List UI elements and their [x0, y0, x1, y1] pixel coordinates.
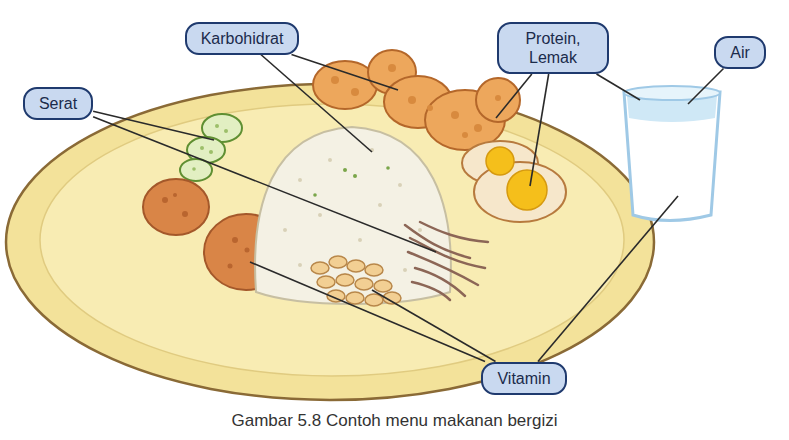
figure-caption: Gambar 5.8 Contoh menu makanan bergizi — [0, 411, 789, 431]
label-text: Air — [730, 43, 750, 62]
label-text: Karbohidrat — [201, 29, 284, 48]
leader-line — [250, 262, 485, 362]
leader-line — [292, 55, 399, 91]
label-text: Protein, Lemak — [513, 29, 593, 67]
label-text: Vitamin — [497, 369, 550, 388]
label-box: Karbohidrat — [185, 22, 300, 55]
label-text: Serat — [39, 94, 77, 113]
label-box: Serat — [23, 87, 93, 120]
leader-line — [261, 55, 372, 153]
label-box: Air — [714, 36, 766, 69]
leader-line — [93, 111, 214, 140]
leader-line — [530, 74, 549, 186]
leader-line — [538, 196, 678, 362]
leader-line — [688, 69, 724, 105]
label-box: Vitamin — [481, 362, 566, 395]
leader-line — [496, 74, 532, 118]
leader-line — [93, 117, 436, 252]
leader-line — [372, 290, 496, 362]
leader-line — [597, 74, 641, 100]
label-box: Protein, Lemak — [497, 22, 609, 74]
